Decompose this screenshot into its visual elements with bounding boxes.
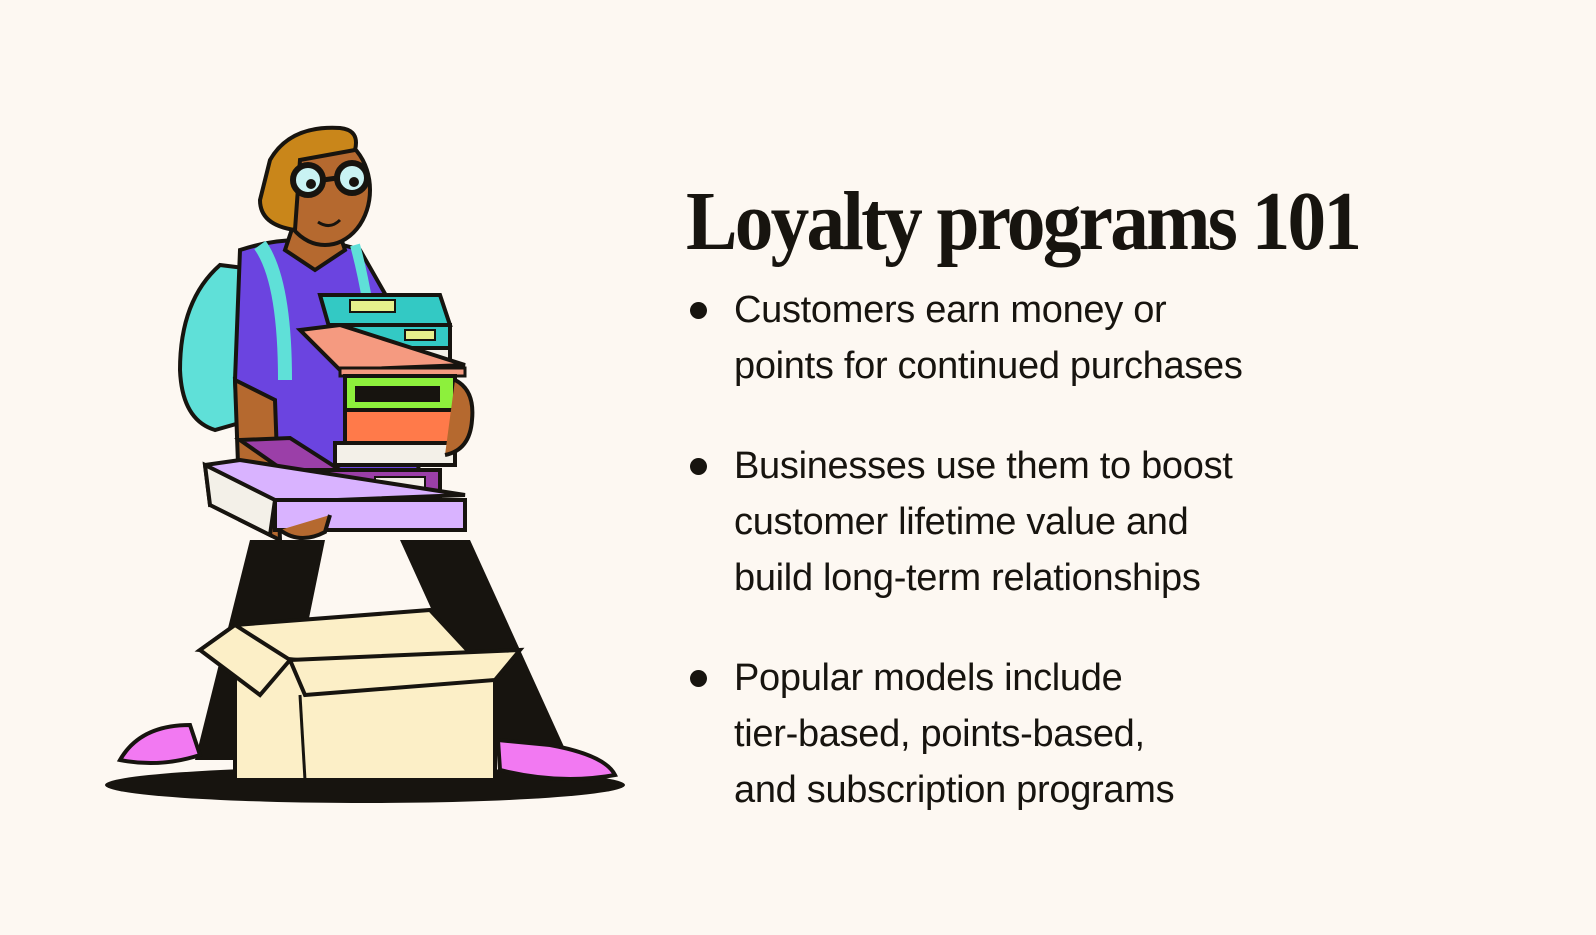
- bullet-text-line: build long-term relationships: [734, 557, 1201, 599]
- bullet-text-line: tier-based, points-based,: [734, 713, 1145, 755]
- bullet-text-line: Businesses use them to boost: [734, 445, 1233, 487]
- page-title: Loyalty programs 101: [686, 175, 1362, 269]
- bullet-item-popular-models: Popular models include tier-based, point…: [686, 650, 1386, 818]
- bullet-dot-icon: [690, 302, 707, 319]
- bullet-text-line: customer lifetime value and: [734, 501, 1189, 543]
- bullet-list: Customers earn money or points for conti…: [686, 282, 1386, 862]
- bullet-text-line: Popular models include: [734, 657, 1123, 699]
- illustration-person-carrying-books: [100, 120, 640, 820]
- bullet-item-earn-points: Customers earn money or points for conti…: [686, 282, 1386, 394]
- bullet-dot-icon: [690, 458, 707, 475]
- person-with-books-illustration: [105, 125, 625, 803]
- bullet-text-line: Customers earn money or: [734, 289, 1167, 331]
- bullet-dot-icon: [690, 670, 707, 687]
- bullet-text-line: points for continued purchases: [734, 345, 1243, 387]
- bullet-item-boost-value: Businesses use them to boost customer li…: [686, 438, 1386, 606]
- bullet-text-line: and subscription programs: [734, 769, 1175, 811]
